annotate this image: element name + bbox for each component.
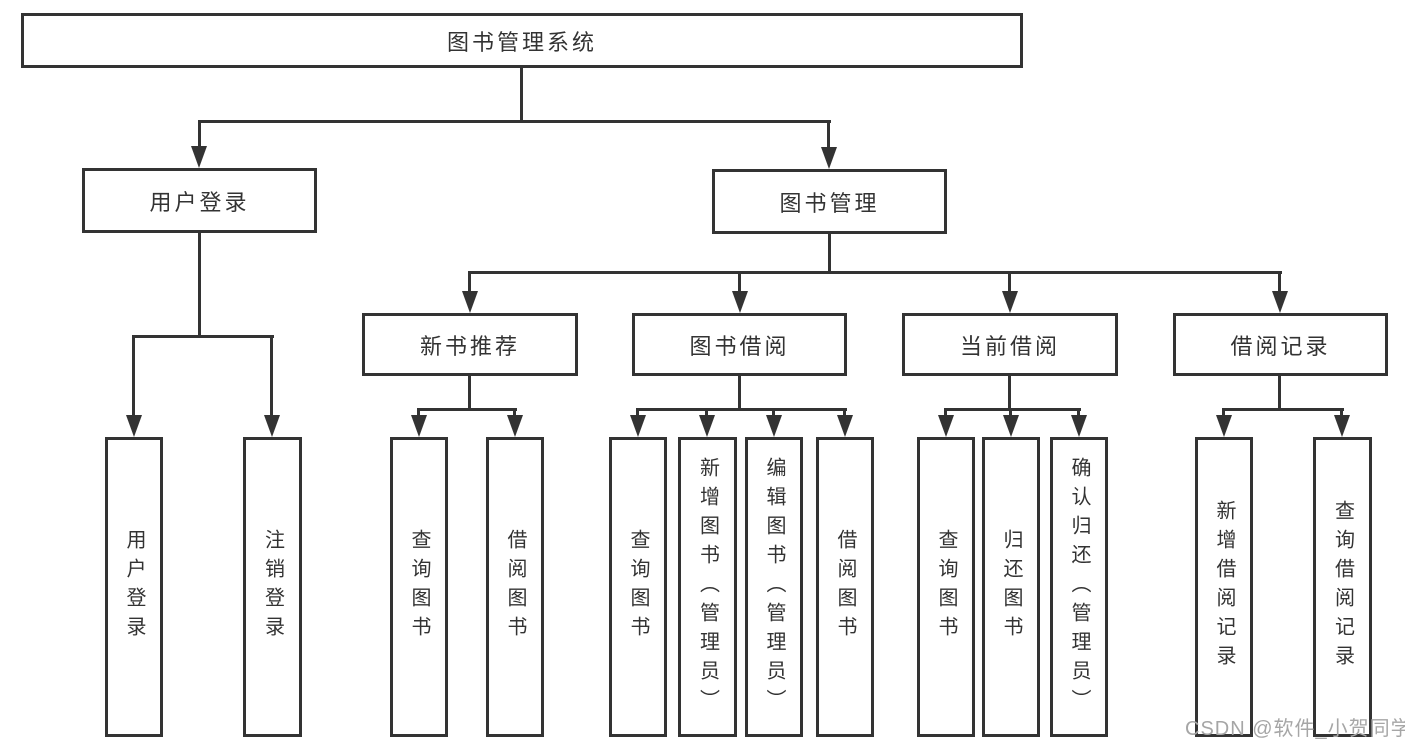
connector-line	[772, 408, 775, 417]
leaf-cb-return-books: 归还图书	[982, 437, 1040, 737]
arrowhead-icon	[732, 291, 748, 313]
arrowhead-icon	[1002, 291, 1018, 313]
leaf-bb-borrow-books-label: 借阅图书	[834, 529, 856, 645]
connector-line	[944, 408, 1081, 411]
leaf-logout: 注销登录	[243, 437, 302, 737]
connector-line	[843, 408, 846, 417]
connector-line	[944, 408, 947, 417]
leaf-nbr-borrow-books-label: 借阅图书	[504, 529, 526, 645]
arrowhead-icon	[126, 415, 142, 437]
leaf-user-login-label: 用户登录	[123, 529, 145, 645]
leaf-bb-edit-books-admin-label: 编辑图书（管理员）	[763, 456, 785, 718]
connector-line	[1008, 376, 1011, 408]
leaf-user-login: 用户登录	[105, 437, 163, 737]
node-book-borrow-label: 图书借阅	[689, 333, 790, 359]
connector-line	[1009, 408, 1012, 417]
arrowhead-icon	[821, 147, 837, 169]
connector-line	[513, 408, 516, 417]
connector-line	[198, 120, 831, 123]
node-user-login-label: 用户登录	[149, 189, 250, 215]
connector-line	[1222, 408, 1225, 417]
arrowhead-icon	[1003, 415, 1019, 437]
connector-line	[468, 376, 471, 408]
node-borrow-records-label: 借阅记录	[1230, 333, 1331, 359]
connector-line	[417, 408, 420, 417]
connector-line	[636, 408, 847, 411]
node-root-label: 图书管理系统	[446, 29, 597, 55]
arrowhead-icon	[507, 415, 523, 437]
arrowhead-icon	[1334, 415, 1350, 437]
node-user-login: 用户登录	[82, 168, 317, 233]
connector-line	[1340, 408, 1343, 417]
arrowhead-icon	[1216, 415, 1232, 437]
arrowhead-icon	[264, 415, 280, 437]
leaf-cb-return-books-label: 归还图书	[1000, 529, 1022, 645]
leaf-br-add-record-label: 新增借阅记录	[1213, 500, 1235, 674]
arrowhead-icon	[837, 415, 853, 437]
node-current-borrow: 当前借阅	[902, 313, 1118, 376]
connector-line	[828, 234, 831, 271]
connector-line	[636, 408, 639, 417]
connector-line	[198, 120, 201, 148]
connector-line	[132, 335, 135, 417]
leaf-br-query-record: 查询借阅记录	[1313, 437, 1372, 737]
connector-line	[738, 376, 741, 408]
leaf-bb-borrow-books: 借阅图书	[816, 437, 874, 737]
connector-line	[827, 120, 830, 149]
leaf-cb-confirm-return-admin-label: 确认归还（管理员）	[1068, 456, 1090, 718]
leaf-bb-query-books-label: 查询图书	[627, 529, 649, 645]
connector-line	[1077, 408, 1080, 417]
node-new-book-recommend-label: 新书推荐	[419, 333, 520, 359]
arrowhead-icon	[1272, 291, 1288, 313]
connector-line	[1278, 271, 1281, 293]
arrowhead-icon	[1071, 415, 1087, 437]
connector-line	[417, 408, 517, 411]
leaf-bb-edit-books-admin: 编辑图书（管理员）	[745, 437, 803, 737]
leaf-cb-query-books-label: 查询图书	[935, 529, 957, 645]
connector-line	[738, 271, 741, 293]
node-current-borrow-label: 当前借阅	[959, 333, 1060, 359]
connector-line	[468, 271, 1282, 274]
arrowhead-icon	[699, 415, 715, 437]
node-new-book-recommend: 新书推荐	[362, 313, 578, 376]
node-book-borrow: 图书借阅	[632, 313, 847, 376]
arrowhead-icon	[630, 415, 646, 437]
node-root: 图书管理系统	[21, 13, 1023, 68]
connector-line	[468, 271, 471, 293]
arrowhead-icon	[766, 415, 782, 437]
leaf-br-add-record: 新增借阅记录	[1195, 437, 1253, 737]
arrowhead-icon	[938, 415, 954, 437]
node-book-management: 图书管理	[712, 169, 947, 234]
leaf-nbr-query-books-label: 查询图书	[408, 529, 430, 645]
csdn-watermark: CSDN @软件_小贺同学	[1185, 718, 1405, 740]
arrowhead-icon	[411, 415, 427, 437]
arrowhead-icon	[191, 146, 207, 168]
connector-line	[1222, 408, 1344, 411]
connector-line	[1008, 271, 1011, 293]
leaf-logout-label: 注销登录	[261, 529, 284, 645]
connector-line	[198, 233, 201, 335]
leaf-nbr-query-books: 查询图书	[390, 437, 448, 737]
connector-line	[270, 335, 273, 417]
leaf-bb-query-books: 查询图书	[609, 437, 667, 737]
leaf-br-query-record-label: 查询借阅记录	[1331, 500, 1354, 674]
leaf-cb-confirm-return-admin: 确认归还（管理员）	[1050, 437, 1108, 737]
connector-line	[520, 68, 523, 120]
connector-line	[132, 335, 274, 338]
leaf-cb-query-books: 查询图书	[917, 437, 975, 737]
leaf-bb-add-books-admin-label: 新增图书（管理员）	[696, 456, 719, 718]
leaf-bb-add-books-admin: 新增图书（管理员）	[678, 437, 737, 737]
connector-line	[1278, 376, 1281, 408]
leaf-nbr-borrow-books: 借阅图书	[486, 437, 544, 737]
node-borrow-records: 借阅记录	[1173, 313, 1388, 376]
node-book-management-label: 图书管理	[779, 190, 880, 216]
arrowhead-icon	[462, 291, 478, 313]
connector-line	[705, 408, 708, 417]
